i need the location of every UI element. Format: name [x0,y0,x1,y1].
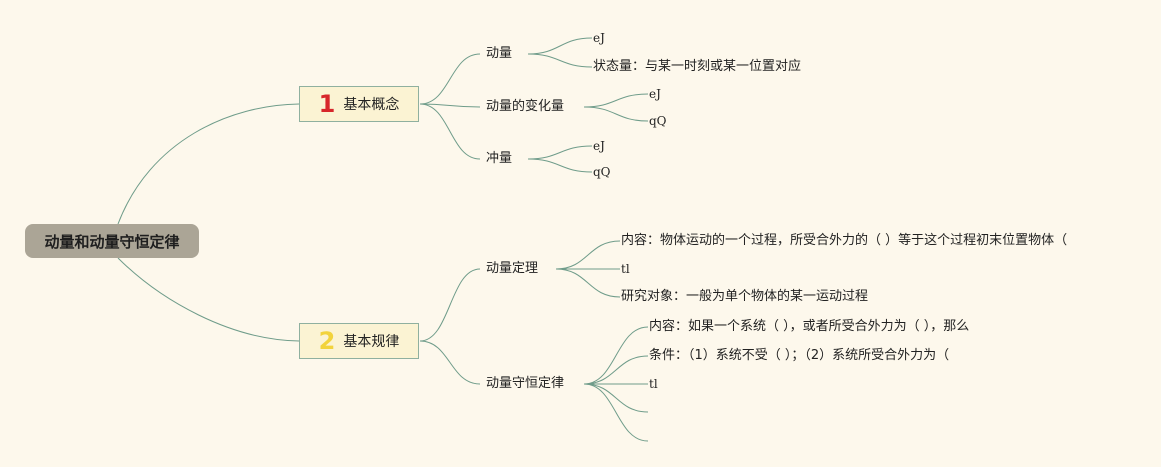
connector-b2-t2 [419,340,481,385]
connector-b1-t2 [419,103,481,108]
topic-momentum-change[interactable]: 动量的变化量 [486,99,565,114]
leaf-item[interactable]: qQ [593,165,611,179]
connector-t4-i3 [555,268,621,298]
leaf-item[interactable]: qQ [649,114,667,128]
leaf-item[interactable]: 内容：物体运动的一个过程，所受合外力的（ ）等于这个过程初末位置物体（ [621,233,1068,248]
number-one-icon: 1 [318,90,336,118]
leaf-item[interactable]: tl [649,377,658,391]
connector-root-branch2 [117,257,300,342]
connector-t3-i1 [527,145,593,160]
branch-label: 基本规律 [343,334,400,350]
connector-b1-t1 [419,53,481,105]
topic-momentum[interactable]: 动量 [486,46,513,61]
branch-basic-laws[interactable]: 2 基本规律 [299,323,419,359]
leaf-item[interactable]: eJ [593,31,605,45]
connector-t2-i2 [583,106,649,122]
connector-t5-i5 [583,383,649,442]
leaf-item[interactable]: 研究对象：一般为单个物体的某一运动过程 [621,289,869,304]
root-topic-label: 动量和动量守恒定律 [44,232,180,251]
connector-t1-i1 [527,37,593,55]
connector-b1-t3 [419,103,481,160]
connector-root-branch1 [117,103,300,225]
connector-b2-t1 [419,268,481,342]
connector-t4-i1 [555,240,621,270]
connector-t5-i1 [583,326,649,385]
topic-momentum-theorem[interactable]: 动量定理 [486,261,539,276]
leaf-item[interactable]: 条件：（1）系统不受（ ）；（2）系统所受合外力为（ [649,348,950,363]
connector-t5-i4 [583,383,649,413]
leaf-item[interactable]: 状态量：与某一时刻或某一位置对应 [593,59,802,74]
leaf-item[interactable]: eJ [593,139,605,153]
connector-t2-i1 [583,93,649,108]
connector-t1-i2 [527,53,593,68]
leaf-item[interactable]: 内容：如果一个系统（ ），或者所受合外力为（ ），那么 [649,319,970,334]
connector-t5-i2 [583,355,649,385]
topic-momentum-conservation[interactable]: 动量守恒定律 [486,376,565,391]
branch-label: 基本概念 [343,97,400,113]
root-topic[interactable]: 动量和动量守恒定律 [25,224,199,258]
number-two-icon: 2 [318,327,336,355]
branch-basic-concepts[interactable]: 1 基本概念 [299,86,419,122]
leaf-item[interactable]: eJ [649,87,661,101]
connector-t3-i2 [527,158,593,173]
topic-impulse[interactable]: 冲量 [486,151,513,166]
leaf-item[interactable]: tl [621,262,630,276]
